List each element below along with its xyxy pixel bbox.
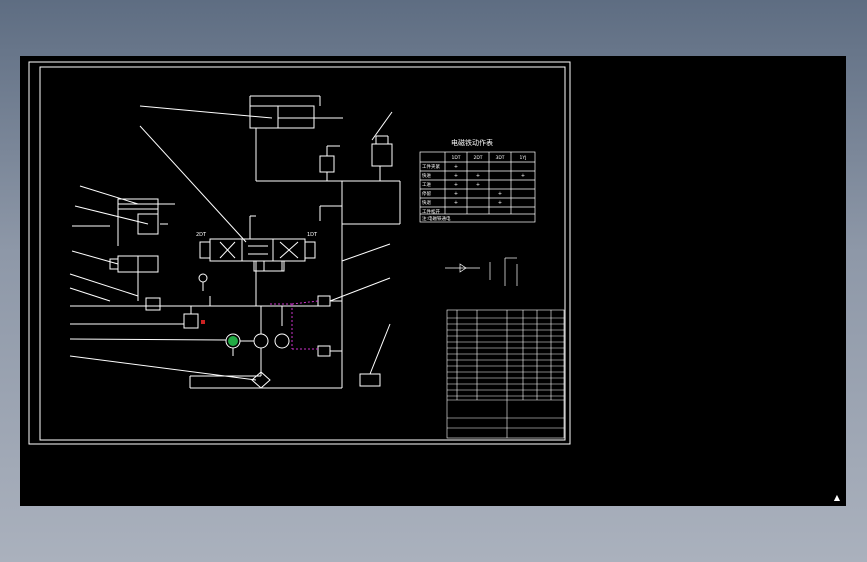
hydraulic-schematic: 电磁铁动作表 1DT 2DT 3DT 1YJ 工件夹紧 + 快进 + + + 工进 + + 停留 + + 快退 +… <box>28 61 571 445</box>
table-title: 电磁铁动作表 <box>451 138 493 147</box>
table-note: 注:电磁铁通电 <box>422 215 451 222</box>
table-cell-mark: + <box>476 173 480 179</box>
outer-frame <box>28 61 571 445</box>
table-cell-mark: + <box>454 200 458 206</box>
title-block <box>446 309 565 439</box>
table-header: 1YJ <box>520 155 527 161</box>
table-cell-mark: + <box>454 173 458 179</box>
pump-2 <box>253 333 269 349</box>
drawing-canvas: 电磁铁动作表 1DT 2DT 3DT 1YJ 工件夹紧 + 快进 + + + 工进 + + 停留 + + 快退 +… <box>20 56 846 506</box>
table-cell-mark: + <box>454 191 458 197</box>
table-cell-mark: + <box>498 200 502 206</box>
table-header: 1DT <box>451 155 460 161</box>
table-row-label: 快退 <box>422 199 431 206</box>
detail-sketch <box>445 257 518 286</box>
solenoid-label: 2DT <box>196 232 207 238</box>
schematic-lines <box>69 95 401 389</box>
table-row-label: 快进 <box>422 172 431 179</box>
solenoid-table: 电磁铁动作表 1DT 2DT 3DT 1YJ 工件夹紧 + 快进 + + + 工进 + + 停留 + + 快退 +… <box>419 138 536 223</box>
pump-fill <box>228 336 238 346</box>
inner-frame <box>39 66 566 441</box>
pilot-lines <box>270 300 319 350</box>
directional-valve <box>209 238 306 262</box>
table-row-label: 工件夹紧 <box>422 163 440 170</box>
table-cell-mark: + <box>454 182 458 188</box>
table-row-label: 工进 <box>422 181 431 188</box>
table-row-label: 工件松开 <box>422 208 440 215</box>
table-cell-mark: + <box>476 182 480 188</box>
solenoid-label: 1DT <box>307 232 318 238</box>
table-header: 2DT <box>473 155 482 161</box>
warning-icon: ▲ <box>833 493 840 502</box>
relief-mark <box>201 320 205 324</box>
table-cell-mark: + <box>454 164 458 170</box>
table-header: 3DT <box>495 155 504 161</box>
table-row-label: 停留 <box>422 190 431 197</box>
table-cell-mark: + <box>521 173 525 179</box>
pressure-switch <box>371 143 393 167</box>
table-cell-mark: + <box>498 191 502 197</box>
